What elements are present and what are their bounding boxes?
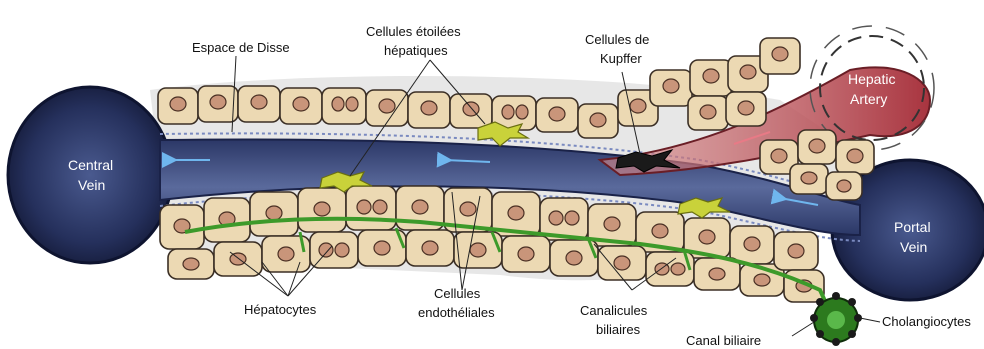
- label-canalicules-biliaires-line1: Canalicules: [580, 303, 648, 318]
- label-cholangiocytes: Cholangiocytes: [882, 314, 971, 329]
- label-portal-vein-line1: Portal: [894, 219, 931, 235]
- label-canal-biliaire: Canal biliaire: [686, 333, 761, 348]
- label-hepatocytes: Hépatocytes: [244, 302, 317, 317]
- label-cellules-etoilees-line2: hépatiques: [384, 43, 448, 58]
- label-hepatic-artery-line1: Hepatic: [848, 71, 895, 87]
- label-cellules-endotheliales-line1: Cellules: [434, 286, 481, 301]
- label-portal-vein-line2: Vein: [900, 239, 927, 255]
- label-cellules-kupffer-line1: Cellules de: [585, 32, 649, 47]
- label-espace-de-disse: Espace de Disse: [192, 40, 290, 55]
- label-central-vein-line1: Central: [68, 157, 113, 173]
- central-vein: [8, 87, 172, 263]
- label-central-vein-line2: Vein: [78, 177, 105, 193]
- label-hepatic-artery-line2: Artery: [850, 91, 887, 107]
- label-cellules-etoilees-line1: Cellules étoilées: [366, 24, 461, 39]
- label-cellules-endotheliales-line2: endothéliales: [418, 305, 495, 320]
- label-canalicules-biliaires-line2: biliaires: [596, 322, 641, 337]
- label-cellules-kupffer-line2: Kupffer: [600, 51, 642, 66]
